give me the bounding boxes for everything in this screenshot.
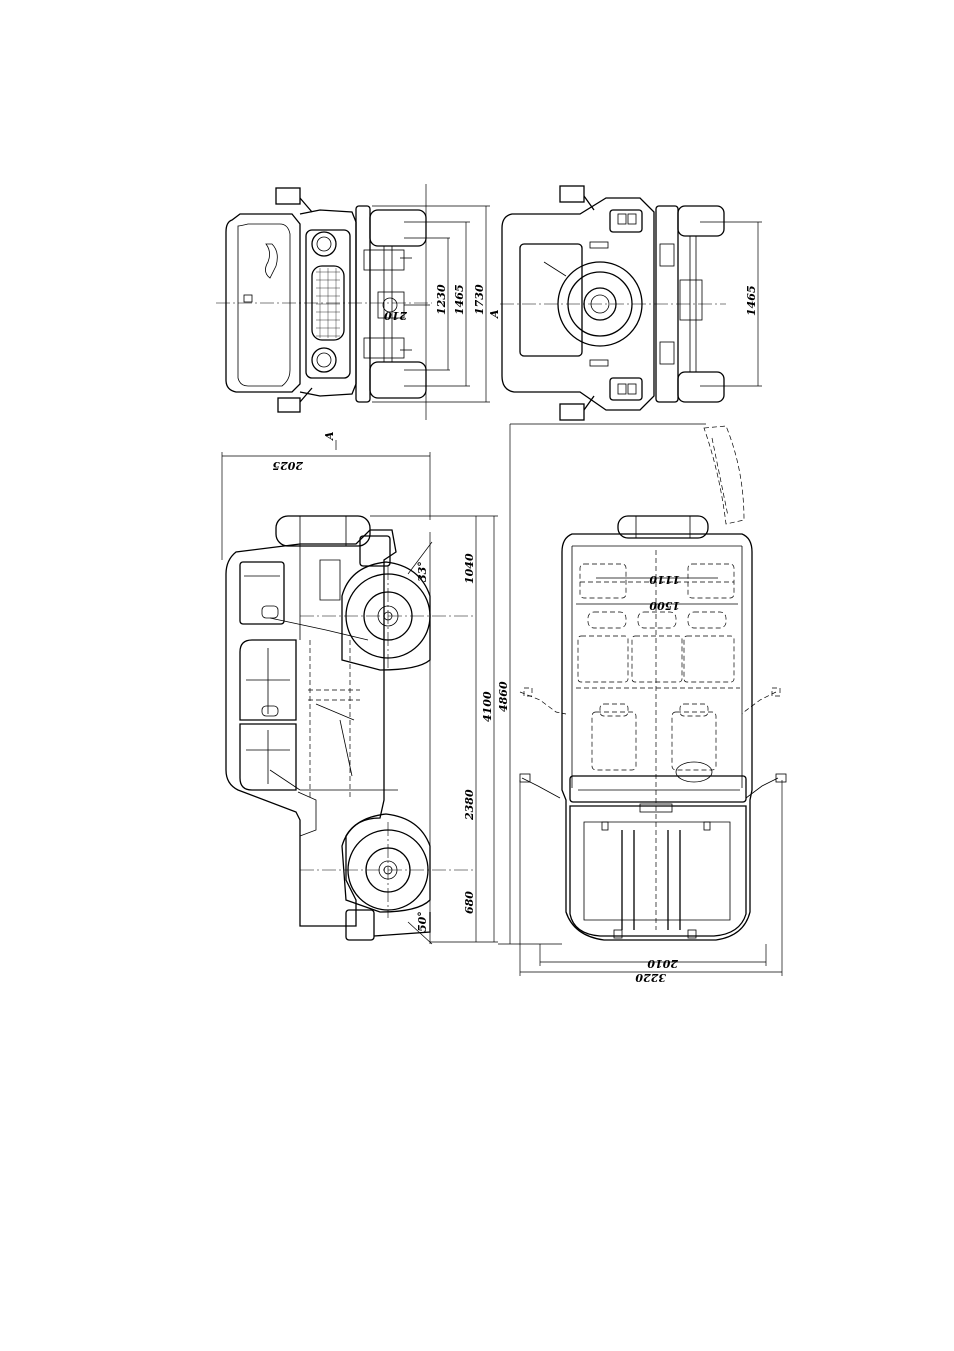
dim-ground-clearance: 210	[384, 309, 408, 322]
front-view	[216, 184, 490, 420]
plan-spare-tire	[618, 516, 708, 538]
side-spare-tire	[276, 516, 370, 546]
plan-seat-left	[592, 712, 636, 770]
dim-body-length: 4100	[481, 691, 494, 722]
rear-wheel-top	[678, 206, 724, 236]
rear-wheel-bottom	[678, 372, 724, 402]
mirror-top-left	[276, 188, 300, 204]
rear-view	[500, 186, 762, 420]
dim-overall-width: 1730	[473, 284, 486, 315]
section-mark-side: A	[323, 431, 336, 441]
dim-approach-angle: 33°	[416, 561, 429, 582]
dim-rear-overhang: 680	[463, 891, 476, 914]
dim-front-overhang: 1040	[463, 553, 476, 584]
headlight-bottom	[312, 348, 336, 372]
front-wheel-bottom	[370, 362, 426, 398]
dim-track-rear: 1465	[745, 285, 758, 316]
plan-steering-wheel	[676, 762, 712, 782]
mirror-bottom-left	[278, 398, 300, 412]
plan-view	[520, 426, 786, 976]
dim-departure-angle: 50°	[416, 911, 429, 932]
headlight-top	[312, 232, 336, 256]
dim-width-open: 3220	[635, 971, 666, 984]
mirror-rear-top	[560, 186, 584, 202]
dim-width-folded: 2010	[647, 957, 679, 970]
section-mark-top: A	[488, 309, 501, 319]
plan-seat-right	[672, 712, 716, 770]
dim-wheelbase: 2380	[463, 789, 476, 821]
dim-interior-width: 1500	[649, 599, 680, 612]
dim-track-front: 1465	[453, 284, 466, 315]
mirror-rear-bottom	[560, 404, 584, 420]
dim-seat-width: 1110	[649, 573, 680, 586]
dim-overall-length: 4860	[497, 681, 510, 712]
dim-height: 2025	[272, 459, 304, 472]
dim-track-inner: 1230	[435, 284, 448, 315]
front-wheel-top	[370, 210, 426, 246]
